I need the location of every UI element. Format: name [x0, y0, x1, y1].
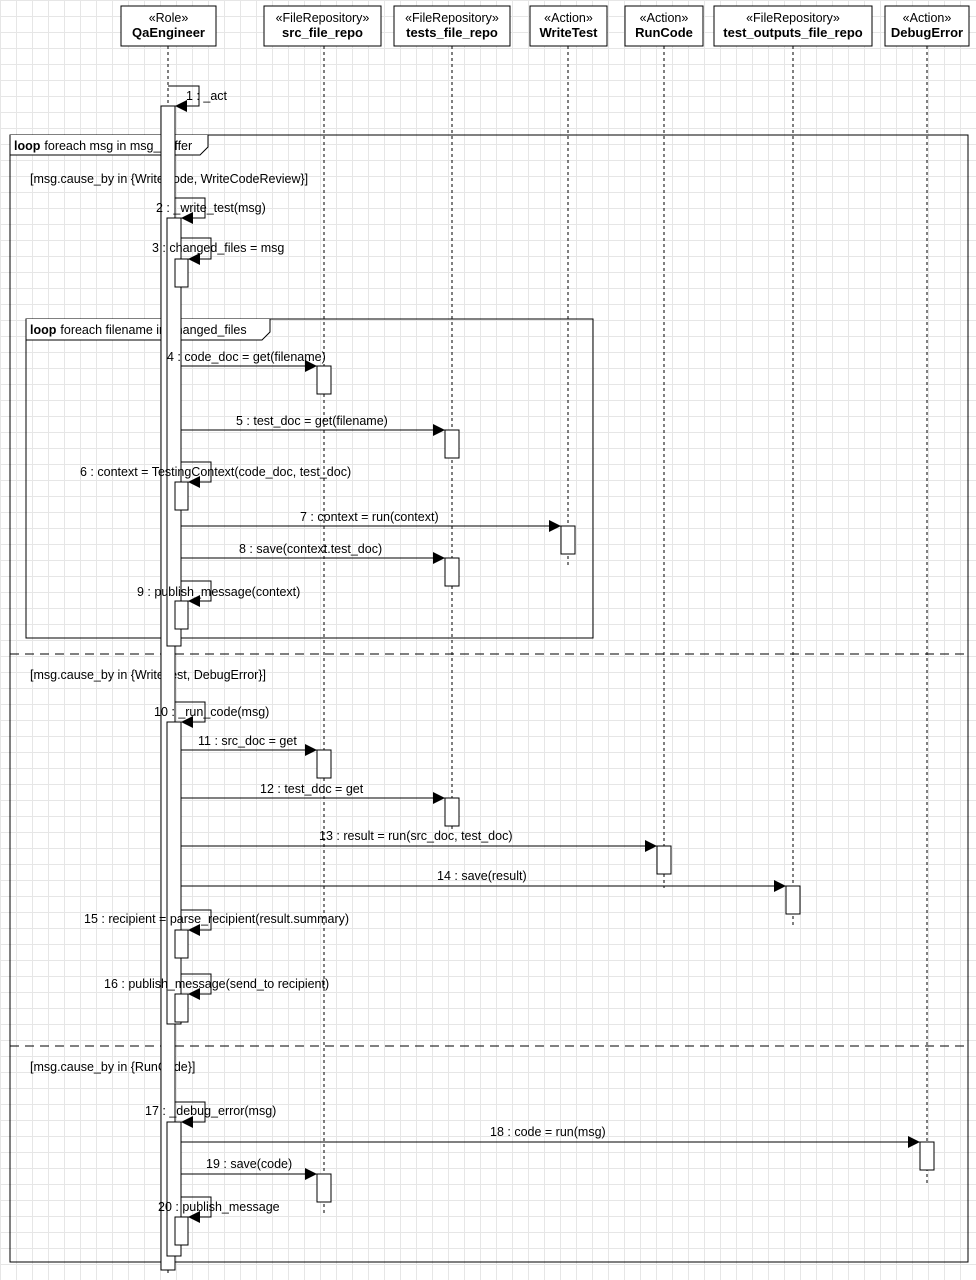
participant-qa-name: QaEngineer [132, 25, 205, 40]
participant-src-name: src_file_repo [282, 25, 363, 40]
inner-loop-condition: foreach filename in changed_files [60, 323, 246, 337]
message-3-arrow [181, 237, 212, 265]
participant-debug-stereotype: «Action» [903, 11, 952, 25]
message-17-label: 17 : _debug_error(msg) [145, 1104, 276, 1118]
messages [168, 85, 920, 1223]
activation-runcode-run [656, 845, 672, 875]
guard-3: [msg.cause_by in {RunCode}] [30, 1060, 195, 1074]
message-9-label: 9 : publish_message(context) [137, 585, 300, 599]
participant-tests-name: tests_file_repo [406, 25, 498, 40]
activation-qa-publish-1 [174, 600, 189, 630]
message-2-label: 2 : _write_test(msg) [156, 201, 266, 215]
participant-debug: «Action» DebugError [884, 5, 970, 47]
activation-src-get [316, 365, 332, 395]
activation-tests-get [444, 429, 460, 459]
participant-outputs: «FileRepository» test_outputs_file_repo [713, 5, 873, 47]
participant-tests-stereotype: «FileRepository» [405, 11, 499, 25]
activation-qa-parse [174, 929, 189, 959]
activation-writetest-run [560, 525, 576, 555]
participant-writetest: «Action» WriteTest [529, 5, 608, 47]
activation-src-get-2 [316, 749, 332, 779]
activation-outputs-save [785, 885, 801, 915]
participant-tests: «FileRepository» tests_file_repo [393, 5, 511, 47]
activation-tests-get-2 [444, 797, 460, 827]
participant-qa-stereotype: «Role» [149, 11, 189, 25]
message-4-label: 4 : code_doc = get(filename) [167, 350, 326, 364]
inner-loop-keyword: loop [30, 323, 57, 337]
message-16-arrow [181, 973, 212, 1000]
message-8-label: 8 : save(context.test_doc) [239, 542, 382, 556]
activation-qa-publish-3 [174, 1216, 189, 1246]
message-18-label: 18 : code = run(msg) [490, 1125, 606, 1139]
message-9-arrow [181, 580, 212, 607]
participant-writetest-name: WriteTest [539, 25, 598, 40]
message-5-label: 5 : test_doc = get(filename) [236, 414, 388, 428]
activation-tests-save [444, 557, 460, 587]
activation-debug-run [919, 1141, 935, 1171]
activation-qa-publish-2 [174, 993, 189, 1023]
participant-debug-name: DebugError [891, 25, 963, 40]
message-11-label: 11 : src_doc = get [198, 734, 297, 748]
participant-src-stereotype: «FileRepository» [276, 11, 370, 25]
message-labels: 1 : _act 2 : _write_test(msg) 3 : change… [80, 89, 606, 1214]
participant-runcode-stereotype: «Action» [640, 11, 689, 25]
outer-loop-keyword: loop [14, 139, 41, 153]
activation-src-save [316, 1173, 332, 1203]
outer-loop-condition: foreach msg in msg_buffer [44, 139, 192, 153]
message-1-arrow [168, 85, 200, 112]
guard-2: [msg.cause_by in {WriteTest, DebugError}… [30, 668, 266, 682]
message-16-label: 16 : publish_message(send_to recipient) [104, 977, 329, 991]
activation-qa-changed-files [174, 258, 189, 288]
participant-runcode: «Action» RunCode [624, 5, 704, 47]
message-17-arrow [175, 1101, 206, 1128]
activation-qa-context [174, 481, 189, 511]
message-13-label: 13 : result = run(src_doc, test_doc) [319, 829, 513, 843]
participant-outputs-stereotype: «FileRepository» [746, 11, 840, 25]
lifelines [167, 46, 928, 1276]
message-1-label: 1 : _act [186, 89, 228, 103]
activations [160, 105, 935, 1271]
message-6-label: 6 : context = TestingContext(code_doc, t… [80, 465, 351, 479]
participant-qa: «Role» QaEngineer [120, 5, 217, 47]
activation-qa-write-test [166, 217, 182, 647]
participant-writetest-stereotype: «Action» [544, 11, 593, 25]
message-7-label: 7 : context = run(context) [300, 510, 439, 524]
message-15-label: 15 : recipient = parse_recipient(result.… [84, 912, 349, 926]
participant-runcode-name: RunCode [635, 25, 693, 40]
message-14-label: 14 : save(result) [437, 869, 527, 883]
message-6-arrow [181, 461, 212, 488]
message-19-label: 19 : save(code) [206, 1157, 292, 1171]
message-2-arrow [175, 197, 206, 224]
message-3-label: 3 : changed_files = msg [152, 241, 284, 255]
message-10-label: 10 : _run_code(msg) [154, 705, 269, 719]
message-20-label: 20 : publish_message [158, 1200, 280, 1214]
message-15-arrow [181, 909, 212, 936]
participant-outputs-name: test_outputs_file_repo [723, 25, 862, 40]
participant-src: «FileRepository» src_file_repo [263, 5, 382, 47]
message-12-label: 12 : test_doc = get [260, 782, 364, 796]
message-20-arrow [181, 1196, 212, 1223]
message-10-arrow [175, 701, 206, 728]
